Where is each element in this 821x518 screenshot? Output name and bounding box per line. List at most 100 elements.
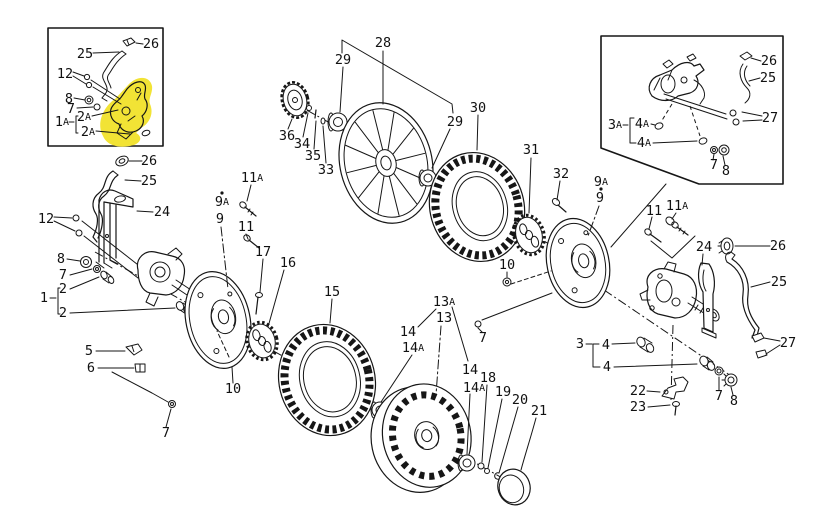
part-label-27: 27 [762, 110, 778, 126]
part-label-9A: 9A [215, 194, 229, 210]
grommet-26-left [115, 155, 129, 167]
bolt-11-right [644, 228, 662, 243]
part-label-9: 9 [216, 211, 224, 227]
pin-35 [314, 109, 317, 119]
part-label-19: 19 [495, 384, 511, 400]
part-label-27: 27 [780, 335, 796, 351]
bearing-14-right [457, 454, 476, 472]
part-label-8: 8 [722, 163, 730, 179]
part-label-29: 29 [447, 114, 463, 130]
part-label-17: 17 [255, 244, 271, 260]
bolt-23 [672, 401, 680, 416]
part-label-6: 6 [87, 360, 95, 376]
wheel-28 [338, 102, 434, 224]
part-label-25: 25 [141, 173, 157, 189]
clip-27b [755, 349, 768, 359]
part-label-4: 4 [603, 359, 611, 375]
part-label-5: 5 [85, 343, 93, 359]
leader-frame-11 [650, 235, 696, 259]
lever-25-left [92, 170, 119, 243]
part-label-11A: 11A [666, 198, 688, 214]
left-assembly [72, 155, 531, 506]
part-label-1A: 1A [55, 114, 69, 130]
part-label-24: 24 [696, 239, 712, 255]
part-label-26: 26 [141, 153, 157, 169]
part-label-26: 26 [761, 53, 777, 69]
bolt-11a-left [239, 201, 257, 217]
part-label-7: 7 [59, 267, 67, 283]
part-label-31: 31 [523, 142, 539, 158]
part-label-36: 36 [279, 128, 295, 144]
part-label-2A: 2A [81, 124, 95, 140]
part-label-7: 7 [710, 157, 718, 173]
bolt-11a-right [665, 216, 689, 236]
part-label-33: 33 [318, 162, 334, 178]
part-label-3A: 3A [608, 117, 622, 133]
part-label-2: 2 [59, 281, 67, 297]
ring-33 [320, 117, 326, 125]
inset-left-leaders [68, 42, 144, 135]
bolt-34 [306, 105, 312, 111]
disc-9-left [184, 271, 252, 369]
bracket-24-left [95, 189, 134, 269]
part-label-9A: 9A [594, 174, 608, 190]
part-label-15: 15 [324, 284, 340, 300]
lever-25-right [725, 251, 760, 339]
part-label-7: 7 [67, 101, 75, 117]
part-label-1: 1 [40, 290, 48, 306]
part-label-35: 35 [305, 148, 321, 164]
part-label-2: 2 [59, 305, 67, 321]
clip-5 [125, 343, 143, 356]
washer-7-right [714, 366, 724, 376]
part-label-3: 3 [576, 336, 584, 352]
part-label-12: 12 [38, 211, 54, 227]
part-label-4A: 4A [637, 135, 651, 151]
bolt-11-left [243, 234, 260, 249]
part-label-7: 7 [162, 425, 170, 441]
part-label-8: 8 [65, 91, 73, 107]
tire-15 [277, 323, 377, 437]
part-label-16: 16 [280, 255, 296, 271]
washer-19 [484, 468, 490, 474]
right-assembly [636, 216, 768, 416]
part-label-12: 12 [57, 66, 73, 82]
leader-lines [49, 39, 781, 474]
bracket-22 [661, 376, 689, 400]
screw-17 [255, 292, 263, 315]
part-label-20: 20 [512, 392, 528, 408]
part-label-4A: 4A [635, 116, 649, 132]
bearing-8-right [721, 373, 738, 387]
part-label-34: 34 [294, 136, 310, 152]
part-label-7: 7 [479, 330, 487, 346]
bracket-24-right [697, 262, 717, 339]
clip-6 [134, 363, 146, 373]
part-label-29: 29 [335, 52, 351, 68]
part-label-28: 28 [375, 35, 391, 51]
part-label-24: 24 [154, 204, 170, 220]
nut-10-center [502, 277, 512, 287]
part-label-30: 30 [470, 100, 486, 116]
part-label-14: 14 [400, 324, 416, 340]
part-label-25: 25 [760, 70, 776, 86]
part-label-26: 26 [143, 36, 159, 52]
wheel-13 [370, 383, 472, 493]
part-label-9: 9 [596, 190, 604, 206]
part-label-13: 13 [436, 310, 452, 326]
cap-2a [100, 270, 115, 284]
inset-box-top-left [47, 27, 164, 147]
sprocket-16 [245, 320, 279, 362]
bearing-29-left [327, 112, 348, 132]
part-label-21: 21 [531, 403, 547, 419]
washer-7-center [474, 320, 482, 328]
part-label-22: 22 [630, 383, 646, 399]
cap-4a [636, 336, 655, 353]
part-label-13A: 13A [433, 294, 455, 310]
bolt-32 [551, 198, 567, 213]
cap-4b [699, 355, 716, 371]
inset-right-leaders [622, 57, 763, 166]
part-label-14A: 14A [463, 380, 485, 396]
bearing-29-right [418, 169, 437, 187]
top-wheel-chain [280, 81, 611, 309]
